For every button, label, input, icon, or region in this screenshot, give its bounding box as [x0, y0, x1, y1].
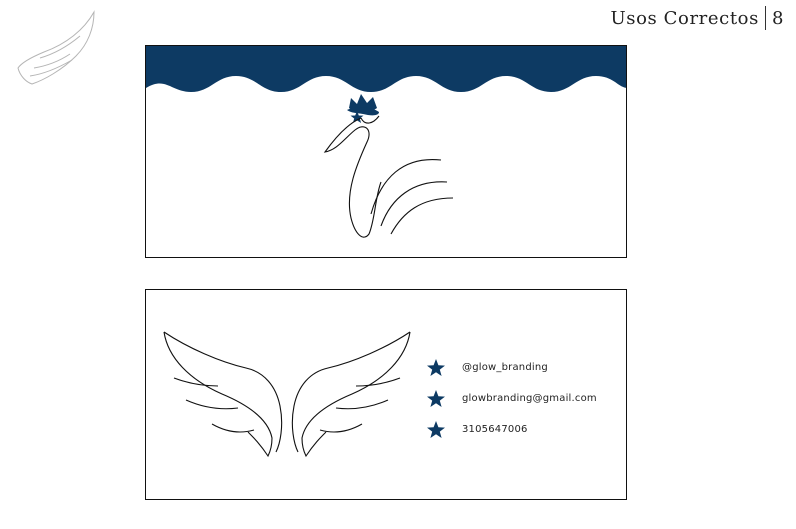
- page-title: Usos Correctos: [610, 7, 759, 29]
- business-card-front: [145, 45, 627, 258]
- wings-logo-icon: [163, 331, 411, 458]
- star-icon: [427, 389, 445, 407]
- contact-row-phone: 3105647006: [426, 414, 597, 445]
- contact-row-email: glowbranding@gmail.com: [426, 383, 597, 414]
- page-header: Usos Correctos 8: [610, 6, 784, 30]
- star-icon: [427, 420, 445, 438]
- contact-instagram: @glow_branding: [462, 362, 548, 373]
- wave-banner: [146, 46, 626, 92]
- header-divider: [764, 6, 766, 30]
- contact-phone: 3105647006: [462, 424, 528, 435]
- star-icon: [427, 358, 445, 376]
- contact-email: glowbranding@gmail.com: [462, 393, 597, 404]
- contact-list: @glow_branding glowbranding@gmail.com 31…: [426, 352, 597, 445]
- business-card-back: @glow_branding glowbranding@gmail.com 31…: [145, 289, 627, 500]
- corner-wing-icon: [17, 10, 95, 85]
- contact-row-instagram: @glow_branding: [426, 352, 597, 383]
- page-number: 8: [771, 7, 784, 29]
- swan-logo-icon: [323, 94, 454, 238]
